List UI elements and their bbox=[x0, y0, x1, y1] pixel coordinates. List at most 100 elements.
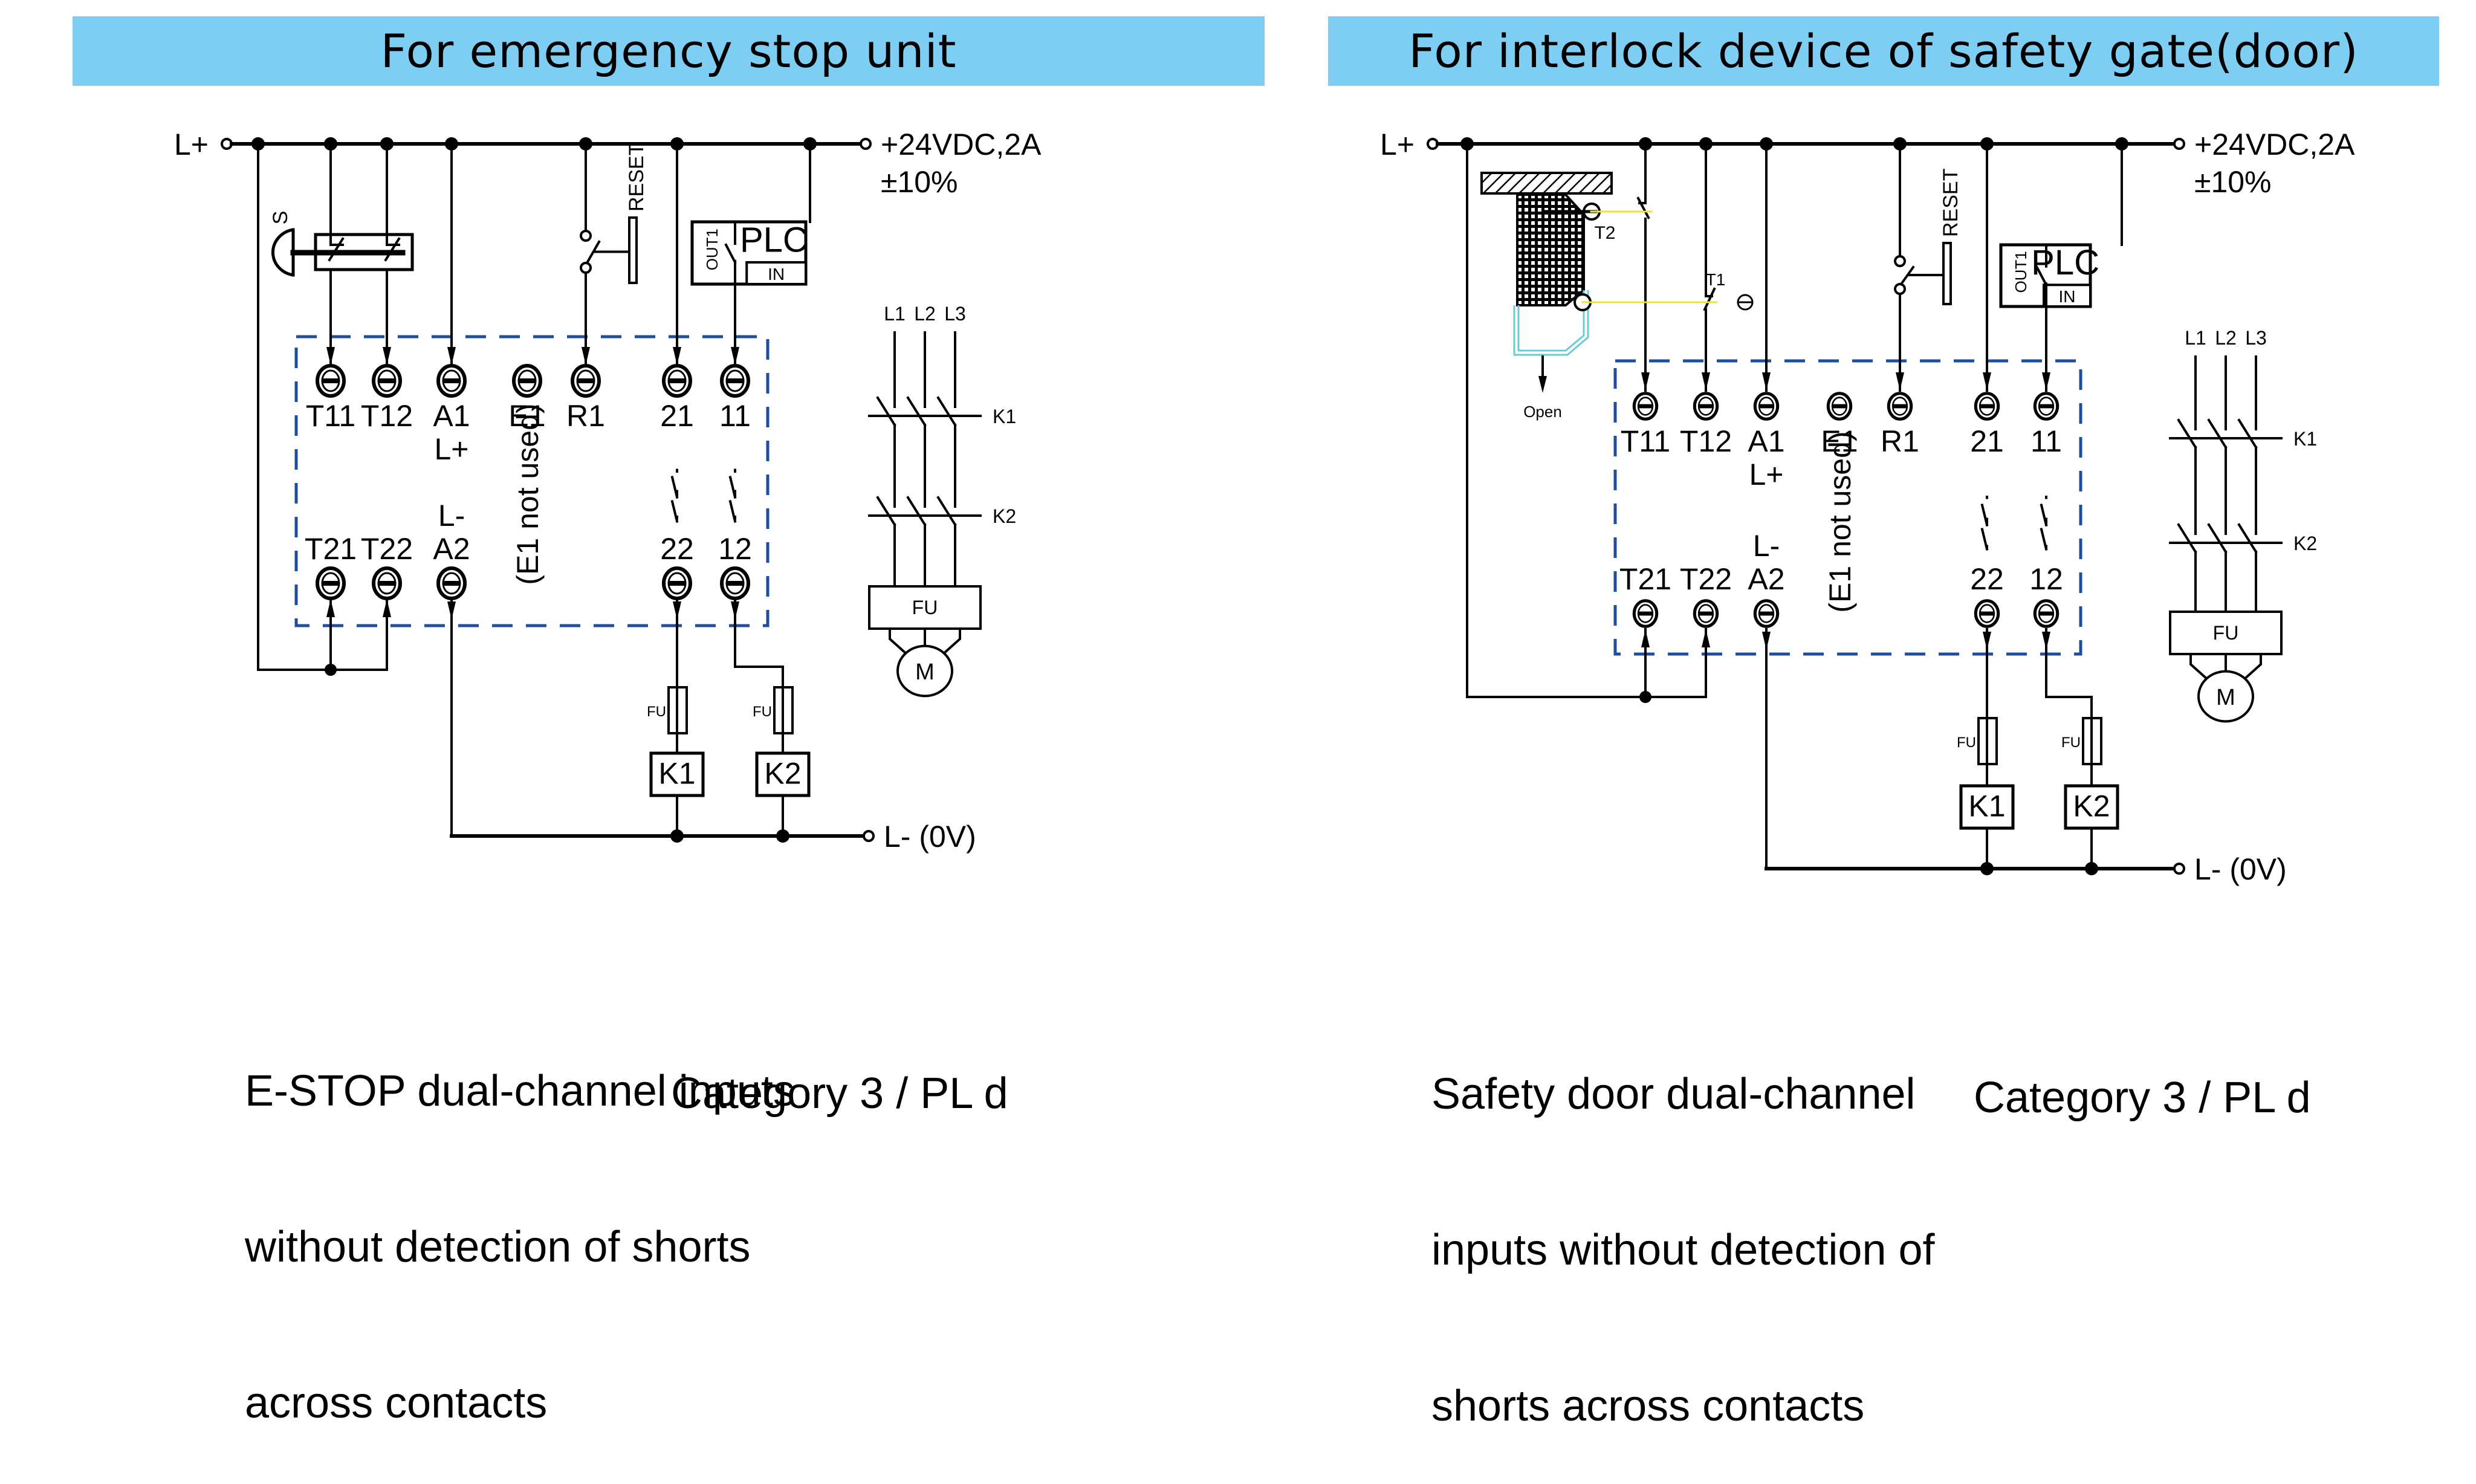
estop-label: S bbox=[269, 211, 292, 225]
terminal-sublabel: L- bbox=[438, 499, 465, 533]
screw-slot bbox=[1832, 404, 1847, 409]
junction-dot bbox=[380, 137, 394, 151]
terminal-label-22: 22 bbox=[1970, 562, 2004, 596]
motor-lead bbox=[2244, 654, 2262, 680]
arrow-down-icon bbox=[447, 347, 456, 365]
reset-contact-terminal bbox=[580, 262, 592, 274]
screw-slot bbox=[2039, 404, 2053, 409]
motor-icon bbox=[896, 644, 953, 698]
arrow-down-icon bbox=[1762, 632, 1771, 650]
supply-tolerance-label: ±10% bbox=[881, 165, 958, 199]
terminal-label-e1: E1 bbox=[508, 399, 545, 433]
phase-label-l1: L1 bbox=[2185, 327, 2206, 349]
contactor-coil-k1 bbox=[1959, 784, 2015, 830]
contactor-main-contact bbox=[906, 496, 927, 527]
arrow-down-icon bbox=[1983, 632, 1991, 650]
nc-contact-blade-t2 bbox=[1636, 196, 1650, 219]
panel-header-estop: For emergency stop unit bbox=[73, 16, 1265, 86]
terminal-label-t12: T12 bbox=[361, 399, 413, 433]
caption-line: Safety door dual-channel bbox=[1431, 1070, 1916, 1118]
plc-output-label: OUT1 bbox=[2012, 251, 2030, 293]
arrow-up-icon bbox=[326, 599, 335, 617]
door-open-label: Open bbox=[1523, 403, 1562, 421]
panel-header-door: For interlock device of safety gate(door… bbox=[1328, 16, 2439, 86]
arrow-down-icon bbox=[326, 347, 335, 365]
reset-button-icon bbox=[628, 216, 638, 284]
motor-lead bbox=[889, 629, 907, 655]
junction-dot bbox=[670, 829, 684, 843]
contactor-main-contact bbox=[2207, 523, 2228, 554]
fuse-label: FU bbox=[1957, 734, 1976, 751]
contactor-label: K2 bbox=[764, 756, 801, 790]
junction-dot bbox=[1699, 137, 1713, 151]
supply-tolerance-label: ±10% bbox=[2194, 165, 2272, 199]
screw-slot bbox=[1980, 404, 1994, 409]
plc-input-box bbox=[2043, 284, 2092, 308]
contactor-main-contact bbox=[876, 496, 896, 527]
reset-contact-terminal bbox=[1894, 283, 1906, 295]
screw-slot bbox=[1638, 404, 1653, 409]
junction-dot bbox=[2085, 862, 2098, 875]
terminal-label-a2: A2 bbox=[433, 532, 470, 566]
terminal-label-21: 21 bbox=[660, 399, 694, 433]
estop-nc-blade bbox=[384, 237, 401, 262]
junction-dot bbox=[1639, 691, 1651, 703]
screw-slot bbox=[322, 581, 339, 586]
terminal-label-t21: T21 bbox=[1619, 562, 1671, 596]
terminal-sublabel: L+ bbox=[1749, 458, 1783, 491]
contactor-main-contact bbox=[936, 396, 957, 427]
fuse-label: FU bbox=[647, 704, 666, 720]
arrow-down-icon bbox=[2042, 632, 2050, 650]
arrow-down-icon bbox=[673, 601, 681, 620]
screw-slot bbox=[1759, 404, 1774, 409]
caption-line: shorts across contacts bbox=[1431, 1382, 1865, 1430]
arrow-down-icon bbox=[383, 347, 391, 365]
plc-input-label: IN bbox=[2059, 287, 2076, 306]
arrow-down-icon bbox=[1983, 372, 1991, 390]
motor-contactor-label: K1 bbox=[2293, 428, 2317, 450]
reset-label: RESET bbox=[1939, 169, 1962, 237]
phase-label-l1: L1 bbox=[884, 303, 906, 325]
door-open-outline bbox=[1513, 290, 1589, 356]
contactor-coil-k2 bbox=[2064, 784, 2119, 830]
panel-title: For interlock device of safety gate(door… bbox=[1408, 24, 2359, 78]
terminal-label-e1: E1 bbox=[1821, 424, 1858, 458]
door-open-outline bbox=[1517, 290, 1585, 352]
contactor-main-contact bbox=[936, 496, 957, 527]
switch-label-t2: T2 bbox=[1594, 223, 1615, 243]
plc-input-box bbox=[745, 261, 807, 286]
caption-line: E-STOP dual-channel inputs bbox=[245, 1067, 795, 1115]
plc-out-blade bbox=[724, 243, 737, 264]
switch-label-t1: T1 bbox=[1706, 270, 1726, 289]
motor-contactor-label: K1 bbox=[993, 406, 1016, 427]
terminal-label-11: 11 bbox=[719, 399, 751, 433]
supply-voltage-label: +24VDC,2A bbox=[881, 128, 1042, 161]
screw-slot bbox=[1759, 611, 1774, 616]
screw-slot bbox=[378, 581, 395, 586]
plc-label: PLC bbox=[740, 220, 808, 259]
junction-dot bbox=[776, 829, 789, 843]
safety-relay-module-outline bbox=[294, 335, 770, 627]
supply-minus-label: L- (0V) bbox=[884, 820, 976, 854]
e1-not-used-note: (E1 not used) bbox=[511, 403, 545, 585]
contactor-coil-k2 bbox=[755, 751, 811, 797]
screw-slot bbox=[669, 378, 685, 383]
junction-dot bbox=[1980, 862, 1994, 875]
caption-door: Safety door dual-channel inputs without … bbox=[1431, 964, 1935, 1484]
terminal-label-t22: T22 bbox=[361, 532, 413, 566]
arrow-up-icon bbox=[383, 599, 391, 617]
fuse-label: FU bbox=[2061, 734, 2081, 751]
terminal-circle bbox=[863, 830, 875, 842]
reset-button-icon bbox=[1942, 242, 1952, 305]
screw-slot bbox=[1980, 611, 1994, 616]
plc-output-label: OUT1 bbox=[703, 228, 721, 270]
contactor-main-contact bbox=[906, 396, 927, 427]
screw-slot bbox=[443, 581, 460, 586]
terminal-label-r1: R1 bbox=[566, 399, 605, 433]
junction-dot bbox=[325, 664, 337, 676]
motor-fuse-label: FU bbox=[912, 597, 938, 618]
phase-label-l3: L3 bbox=[944, 303, 966, 325]
estop-nc-blade bbox=[328, 237, 345, 262]
supply-minus-label: L- (0V) bbox=[2194, 852, 2287, 886]
